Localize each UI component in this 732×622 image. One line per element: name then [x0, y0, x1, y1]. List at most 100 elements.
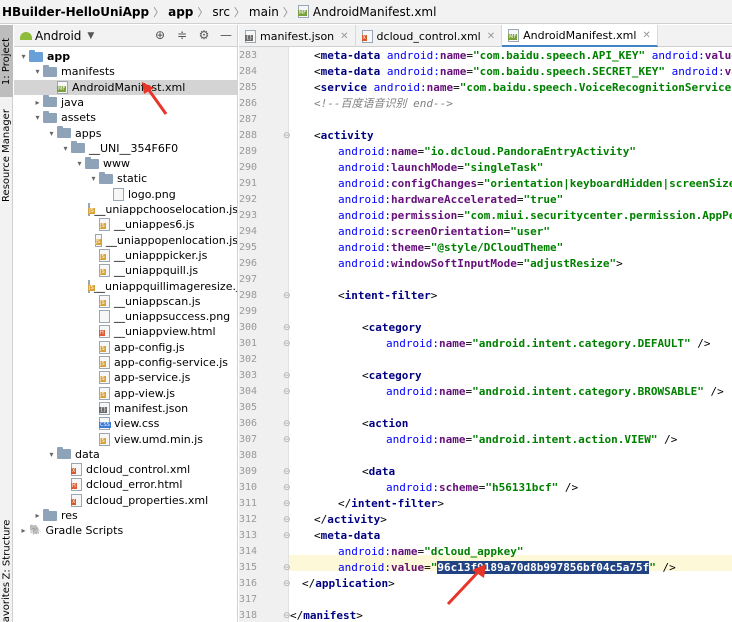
tree-item-label: __UNI__354F6F0	[89, 141, 179, 155]
expand-arrow-icon[interactable]: ▸	[21, 526, 26, 536]
tree-item[interactable]: H__uniappview.html	[14, 324, 237, 339]
tree-item[interactable]: ▾www	[14, 156, 237, 171]
expand-arrow-icon[interactable]: ▾	[49, 128, 54, 138]
editor-tab[interactable]: {}manifest.json✕	[239, 25, 356, 47]
expand-arrow-icon[interactable]: ▾	[63, 143, 68, 153]
tree-item[interactable]: JS__uniapppicker.js	[14, 248, 237, 263]
close-icon[interactable]: ✕	[340, 30, 349, 42]
fold-marker-icon[interactable]: ⊖	[283, 339, 291, 349]
fold-marker-icon[interactable]: ⊖	[283, 291, 291, 301]
tree-item[interactable]: ▸res	[14, 508, 237, 523]
breadcrumb-item[interactable]: AndroidManifest.xml	[312, 4, 437, 19]
fold-marker-icon[interactable]: ⊖	[283, 563, 291, 573]
breadcrumb-item[interactable]: app	[168, 4, 194, 19]
fold-marker-icon[interactable]: ⊖	[283, 483, 291, 493]
tree-item[interactable]: JS__uniappquillimageresize.js	[14, 279, 237, 294]
tree-item[interactable]: {}manifest.json	[14, 401, 237, 416]
tree-item[interactable]: JS__uniappscan.js	[14, 294, 237, 309]
fold-marker-icon[interactable]: ⊖	[283, 371, 291, 381]
mf-file-icon: MF	[57, 80, 68, 94]
fold-marker-icon[interactable]: ⊖	[283, 419, 291, 429]
tree-item[interactable]: ▾ __UNI__354F6F0	[14, 141, 237, 156]
code-token: val	[724, 65, 732, 78]
fold-marker-icon[interactable]: ⊖	[283, 515, 291, 525]
tree-item[interactable]: ▾ data	[14, 447, 237, 462]
tree-item-label: manifest.json	[114, 401, 189, 415]
code-line: android:screenOrientation="user"	[290, 224, 550, 240]
structure-tool-button[interactable]: Z: Structure	[0, 511, 13, 587]
collapse-icon[interactable]: ≑	[176, 28, 188, 42]
expand-arrow-icon[interactable]: ▸	[35, 97, 40, 107]
project-view-selector[interactable]: Android	[35, 28, 82, 43]
fold-marker-icon[interactable]: ⊖	[283, 387, 291, 397]
expand-arrow-icon[interactable]: ▾	[21, 52, 26, 61]
expand-arrow-icon[interactable]: ▸	[35, 511, 40, 520]
code-line: <activity	[290, 128, 374, 144]
expand-arrow-icon[interactable]: ▾	[77, 159, 82, 169]
expand-arrow-icon[interactable]: ▾	[91, 174, 96, 184]
line-number: 302	[239, 354, 258, 365]
line-number: 317	[239, 594, 258, 605]
target-icon[interactable]: ⊕	[154, 28, 166, 42]
tree-item[interactable]: ▸ java	[14, 95, 237, 110]
code-token: />	[703, 385, 724, 398]
js-file-icon: JS	[99, 371, 110, 385]
breadcrumb-item[interactable]: HBuilder-HelloUniApp	[2, 4, 150, 19]
tree-item[interactable]: ▸🐘Gradle Scripts	[14, 523, 237, 538]
tree-item[interactable]: ▾manifests	[14, 64, 237, 79]
tree-item[interactable]: JS__uniappquill.js	[14, 263, 237, 278]
code-line: android:configChanges="orientation|keybo…	[290, 176, 732, 192]
minimize-icon[interactable]: —	[220, 28, 232, 42]
fold-marker-icon[interactable]: ⊖	[283, 579, 291, 589]
js-file-icon: JS	[99, 218, 110, 232]
tree-item-label: __uniappes6.js	[114, 218, 195, 232]
tree-item[interactable]: ▾apps	[14, 126, 237, 141]
code-editor[interactable]: <meta-data android:name="com.baidu.speec…	[290, 47, 732, 622]
expand-arrow-icon[interactable]: ▾	[49, 449, 54, 459]
fold-marker-icon[interactable]: ⊖	[283, 323, 291, 333]
gear-icon[interactable]: ⚙	[198, 28, 210, 42]
fold-marker-icon[interactable]: ⊖	[283, 467, 291, 477]
breadcrumb-item[interactable]: main	[248, 4, 279, 19]
tree-item[interactable]: __uniappsuccess.png	[14, 309, 237, 324]
line-number: 290	[239, 162, 258, 173]
tree-item-label: java	[61, 95, 85, 109]
tree-item-label: data	[75, 447, 100, 461]
tree-item[interactable]: logo.png	[14, 187, 237, 202]
expand-arrow-icon[interactable]: ▾	[35, 67, 40, 77]
close-icon[interactable]: ✕	[642, 29, 651, 41]
project-tool-button[interactable]: 1: Project	[0, 25, 13, 97]
resource-manager-tool-button[interactable]: Resource Manager	[0, 99, 13, 211]
fold-marker-icon[interactable]: ⊖	[283, 531, 291, 541]
breadcrumb-item[interactable]: src	[212, 4, 230, 19]
tree-item[interactable]: ▾static	[14, 171, 237, 186]
tree-item[interactable]: JS__uniappchooselocation.js	[14, 202, 237, 217]
fold-marker-icon[interactable]: ⊖	[283, 435, 291, 445]
fold-marker-icon[interactable]: ⊖	[283, 611, 291, 621]
expand-arrow-icon[interactable]: ▾	[35, 113, 40, 123]
tree-item-label: view.umd.min.js	[114, 432, 204, 446]
code-token: =	[465, 385, 473, 398]
chevron-down-icon[interactable]: ▼	[87, 30, 95, 41]
code-token: android:	[671, 65, 725, 78]
fold-marker-icon[interactable]: ⊖	[283, 499, 291, 509]
favorites-tool-button[interactable]: Favorites	[0, 582, 13, 622]
tree-item[interactable]: ▾app	[14, 49, 237, 64]
fold-marker-icon[interactable]: ⊖	[283, 131, 291, 141]
tree-item[interactable]: ▾assets	[14, 110, 237, 125]
close-icon[interactable]: ✕	[486, 30, 496, 42]
tree-item[interactable]: JS __uniappes6.js	[14, 217, 237, 232]
tree-item[interactable]: JS__uniappopenlocation.js	[14, 233, 237, 248]
